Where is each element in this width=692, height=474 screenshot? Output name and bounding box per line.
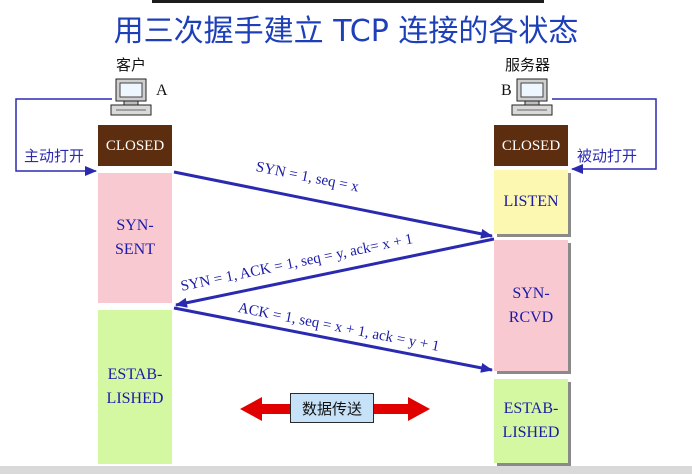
computer-icon [511,78,553,116]
server-letter: B [501,82,512,99]
syn-arrow [173,170,493,239]
footer-bar [0,466,692,474]
server-state-syn-rcvd: SYN- RCVD [494,240,568,371]
data-transfer-label: 数据传送 [290,393,374,423]
client-state-syn-sent: SYN- SENT [98,173,172,303]
syn-ack-arrow [175,237,495,308]
client-label: 客户 [116,56,147,74]
ack-arrow [173,306,493,373]
client-letter: A [156,82,168,99]
computer-icon [110,78,152,116]
top-rule [152,0,544,3]
server-state-established: ESTAB- LISHED [494,379,568,463]
data-transfer-arrow [240,397,430,421]
passive-open-label: 被动打开 [577,147,638,165]
server-state-listen: LISTEN [494,170,568,234]
page-title: 用三次握手建立 TCP 连接的各状态 [113,14,579,49]
client-state-closed: CLOSED [98,125,172,166]
passive-open-loop [552,98,657,174]
server-state-closed: CLOSED [494,125,568,166]
active-open-loop [15,98,112,176]
server-label: 服务器 [505,56,551,74]
client-state-established: ESTAB- LISHED [98,310,172,464]
active-open-label: 主动打开 [24,147,85,165]
